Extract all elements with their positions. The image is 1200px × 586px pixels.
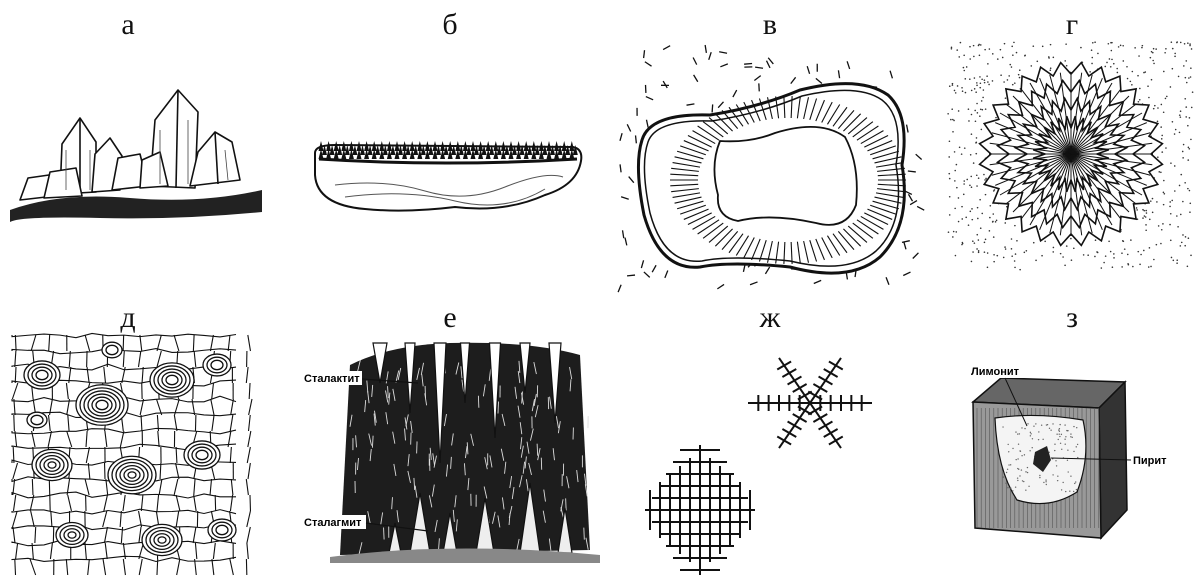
panel-label-v: в bbox=[740, 10, 800, 40]
crystal-druse-illustration bbox=[0, 60, 270, 230]
cave-stalactite-illustration: Сталактит Сталагмит bbox=[300, 335, 610, 563]
radial-aggregate-illustration bbox=[948, 42, 1193, 270]
panel-label-z: з bbox=[1042, 303, 1102, 333]
limonite-label: Лимонит bbox=[971, 366, 1020, 378]
stalactite-label: Сталактит bbox=[304, 373, 360, 385]
panel-label-g: г bbox=[1042, 10, 1102, 40]
crystal-brush-illustration bbox=[305, 115, 590, 225]
panel-label-d: д bbox=[98, 303, 158, 333]
geode-illustration bbox=[620, 45, 920, 290]
panel-label-zh: ж bbox=[740, 303, 800, 333]
oolite-texture-illustration bbox=[12, 335, 247, 570]
panel-label-a: а bbox=[98, 10, 158, 40]
dendrite-crystals-illustration bbox=[640, 345, 890, 580]
stalagmite-label: Сталагмит bbox=[304, 517, 362, 529]
pyrite-label: Пирит bbox=[1133, 455, 1167, 467]
pseudomorph-cube-illustration: Лимонит Пирит bbox=[965, 360, 1190, 550]
panel-label-e: е bbox=[420, 303, 480, 333]
panel-label-b: б bbox=[420, 10, 480, 40]
